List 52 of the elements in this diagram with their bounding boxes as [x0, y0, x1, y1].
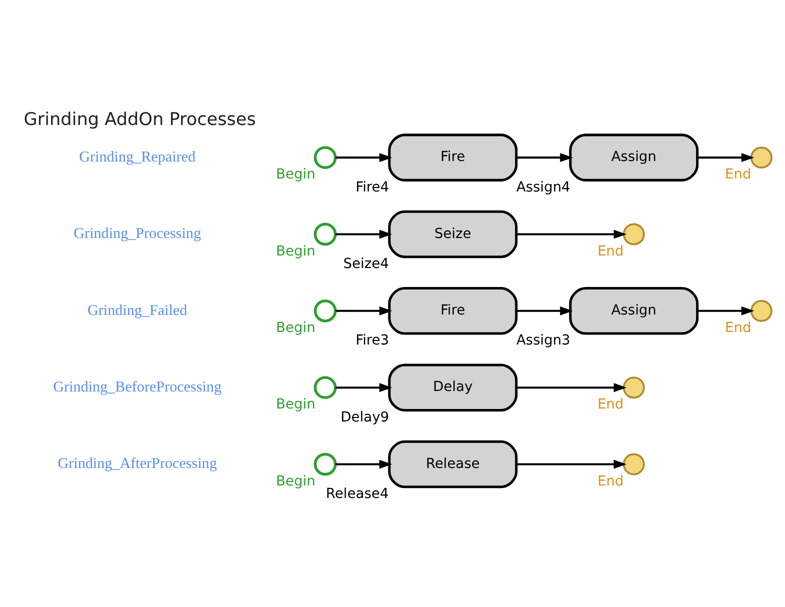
- label: Grinding_Failed: [88, 302, 188, 318]
- node-label: Fire3: [356, 332, 390, 348]
- arrow: [336, 459, 392, 468]
- node-circle: [314, 298, 337, 322]
- label: Grinding_Processing: [74, 226, 201, 242]
- node-label: Begin: [276, 166, 316, 182]
- node-circle: [750, 146, 772, 168]
- node-label: End: [597, 242, 624, 259]
- node-label: End: [597, 396, 624, 412]
- node-circle: [314, 146, 337, 168]
- node-label: End: [725, 166, 752, 182]
- node-label: End: [597, 472, 624, 489]
- node-label: Begin: [276, 396, 316, 412]
- node-label: End: [725, 320, 752, 336]
- node-box: Delay: [388, 363, 518, 411]
- node-label: Delay9: [340, 408, 390, 425]
- node-label: Begin: [276, 320, 316, 336]
- arrow: [516, 459, 627, 468]
- label: Grinding_BeforeProcessing: [53, 378, 222, 395]
- diagram-title: Grinding AddOn Processes: [24, 110, 256, 130]
- node-label: Fire4: [356, 178, 390, 195]
- arrow: [336, 382, 392, 392]
- node-box: Assign: [569, 133, 699, 181]
- node-circle: [314, 222, 337, 246]
- arrow: [516, 229, 627, 238]
- label: Grinding_Repaired: [79, 148, 196, 165]
- arrow: [336, 152, 392, 162]
- node-circle: [622, 376, 645, 398]
- node-circle: [314, 452, 337, 476]
- arrow: [336, 229, 392, 238]
- arrow: [516, 306, 573, 315]
- node-circle: [750, 299, 772, 322]
- node-circle: [314, 376, 337, 399]
- node-box: Fire: [388, 286, 518, 334]
- label: Grinding_AfterProcessing: [58, 456, 217, 472]
- node-box: Release: [388, 440, 518, 488]
- arrow: [336, 306, 392, 315]
- node-box: Seize: [388, 210, 518, 258]
- node-label: Begin: [276, 242, 316, 259]
- arrow: [698, 152, 754, 162]
- node-box: Fire: [388, 133, 518, 181]
- node-circle: [622, 222, 645, 245]
- node-label: Seize4: [343, 255, 389, 272]
- node-label: Begin: [276, 472, 316, 489]
- arrow: [516, 152, 573, 162]
- arrow: [516, 382, 627, 392]
- node-circle: [622, 452, 645, 475]
- arrow: [698, 306, 754, 315]
- node-label: Assign4: [516, 178, 570, 195]
- node-label: Release4: [326, 485, 389, 502]
- node-label: Assign3: [516, 332, 570, 348]
- node-box: Assign: [569, 286, 699, 334]
